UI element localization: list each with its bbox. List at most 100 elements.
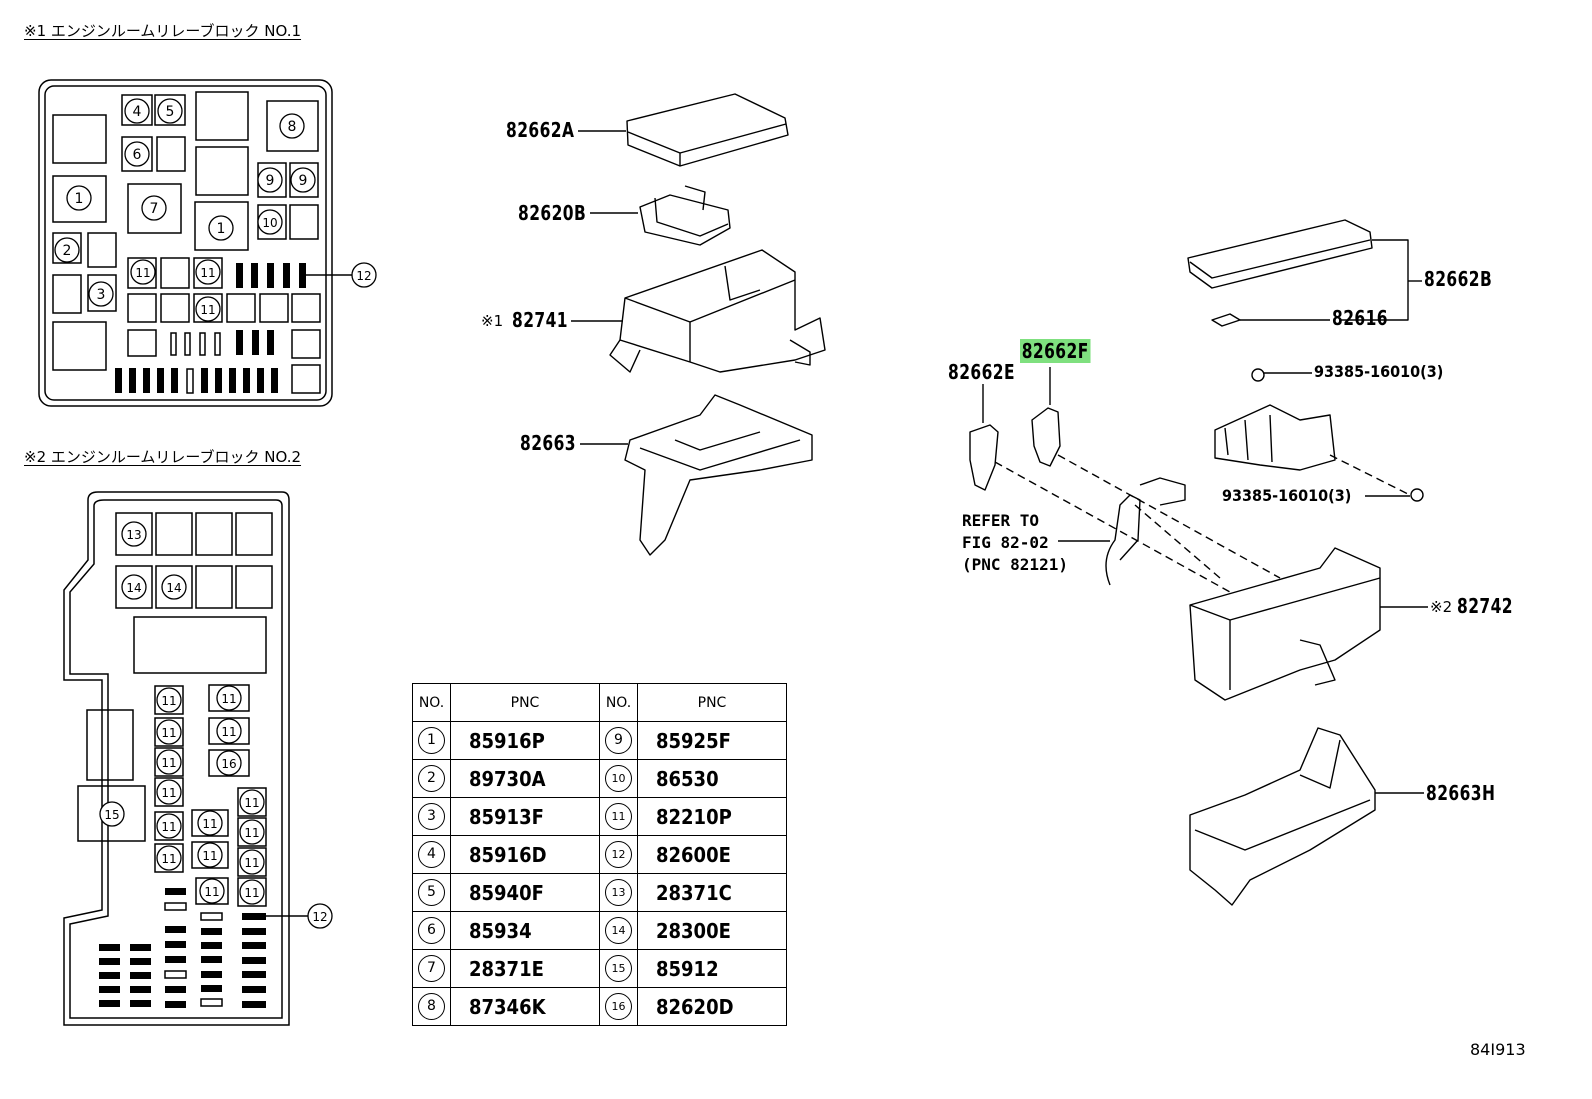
part-relay-bracket — [1214, 404, 1336, 471]
pnc-value: 85940F — [450, 873, 600, 912]
row-number: 6 — [418, 917, 445, 944]
row-number: 15 — [605, 955, 632, 982]
svg-text:11: 11 — [161, 694, 176, 708]
table-row: 4 85916D 12 82600E — [412, 835, 787, 874]
pnc-value: 28371C — [637, 873, 787, 912]
callout-82616: 82616 — [1332, 306, 1388, 330]
marker-11b: 11 — [200, 266, 215, 280]
svg-text:11: 11 — [244, 796, 259, 810]
callout-82662A: 82662A — [506, 118, 575, 142]
callout-82663: 82663 — [520, 431, 576, 455]
pnc-value: 82600E — [637, 835, 787, 874]
table-row: 7 28371E 15 85912 — [412, 949, 787, 988]
pnc-table: NO. PNC NO. PNC 1 85916P 9 85925F 2 8973… — [412, 683, 787, 1026]
row-number: 12 — [605, 841, 632, 868]
pnc-value: 28300E — [637, 911, 787, 950]
marker-12: 12 — [356, 269, 371, 283]
pnc-value: 85913F — [450, 797, 600, 836]
marker-8: 8 — [288, 119, 297, 135]
row-number: 5 — [418, 879, 445, 906]
callout-82741-mark: ※1 — [481, 312, 504, 330]
callout-82662E: 82662E — [948, 360, 1015, 384]
pnc-value: 87346K — [450, 987, 600, 1026]
svg-text:11: 11 — [244, 856, 259, 870]
pnc-value: 85916P — [450, 721, 600, 760]
marker-7: 7 — [150, 201, 159, 217]
marker-9: 9 — [266, 173, 275, 189]
refer-note-line3: (PNC 82121) — [962, 555, 1068, 574]
pnc-value: 85912 — [637, 949, 787, 988]
marker-11c: 11 — [200, 303, 215, 317]
part-82742 — [1189, 547, 1381, 701]
block2-title: ※2 エンジンルームリレーブロック NO.2 — [24, 448, 302, 466]
refer-note-line1: REFER TO — [962, 511, 1040, 530]
svg-text:11: 11 — [221, 692, 236, 706]
pnc-value: 89730A — [450, 759, 600, 798]
marker-6: 6 — [133, 147, 142, 163]
row-number: 1 — [418, 727, 445, 754]
pnc-value: 85916D — [450, 835, 600, 874]
marker-3: 3 — [97, 287, 106, 303]
part-82662A — [626, 93, 789, 167]
figure-id: 84I913 — [1470, 1040, 1526, 1059]
row-number: 14 — [605, 917, 632, 944]
callout-82663H: 82663H — [1426, 781, 1496, 805]
row-number: 11 — [605, 803, 632, 830]
svg-text:11: 11 — [161, 852, 176, 866]
part-82663H — [1189, 727, 1376, 906]
svg-text:11: 11 — [204, 885, 219, 899]
svg-text:16: 16 — [221, 757, 236, 771]
highlighted-part-number: 82662F — [1020, 339, 1091, 363]
marker-1: 1 — [75, 191, 84, 207]
svg-text:11: 11 — [161, 756, 176, 770]
part-82741 — [619, 249, 826, 373]
table-row: 3 85913F 11 82210P — [412, 797, 787, 836]
svg-text:13: 13 — [126, 528, 141, 542]
row-number: 7 — [418, 955, 445, 982]
header-pnc-right: PNC — [637, 683, 787, 722]
svg-text:11: 11 — [244, 826, 259, 840]
table-row: 6 85934 14 28300E — [412, 911, 787, 950]
part-82663 — [624, 394, 813, 556]
row-number: 13 — [605, 879, 632, 906]
row-number: 16 — [605, 993, 632, 1020]
marker-2: 2 — [63, 243, 72, 259]
row-number: 9 — [605, 727, 632, 754]
header-pnc-left: PNC — [450, 683, 600, 722]
table-row: 1 85916P 9 85925F — [412, 721, 787, 760]
svg-text:14: 14 — [166, 581, 181, 595]
row-number: 3 — [418, 803, 445, 830]
row-number: 4 — [418, 841, 445, 868]
part-82620B — [639, 194, 731, 246]
pnc-value: 86530 — [637, 759, 787, 798]
refer-note-line2: FIG 82-02 — [962, 533, 1049, 552]
svg-text:11: 11 — [202, 817, 217, 831]
callout-82742-mark: ※2 — [1430, 598, 1453, 616]
callout-93385-upper: 93385-16010(3) — [1314, 362, 1444, 381]
row-number: 10 — [605, 765, 632, 792]
pnc-value: 28371E — [450, 949, 600, 988]
callout-82741: 82741 — [512, 308, 568, 332]
svg-text:11: 11 — [202, 849, 217, 863]
svg-text:11: 11 — [161, 820, 176, 834]
header-no-right: NO. — [599, 683, 638, 722]
svg-text:14: 14 — [126, 581, 141, 595]
row-number: 8 — [418, 993, 445, 1020]
svg-text:11: 11 — [161, 726, 176, 740]
svg-text:11: 11 — [244, 886, 259, 900]
table-row: 2 89730A 10 86530 — [412, 759, 787, 798]
marker-9b: 9 — [299, 173, 308, 189]
part-82662B — [1187, 219, 1373, 289]
callout-82742: 82742 — [1457, 594, 1513, 618]
marker-5: 5 — [166, 104, 175, 120]
pnc-value: 82620D — [637, 987, 787, 1026]
callout-82620B: 82620B — [518, 201, 587, 225]
callout-82662F: 82662F — [1020, 339, 1091, 363]
callout-93385-lower: 93385-16010(3) — [1222, 486, 1352, 505]
part-82616 — [1211, 313, 1241, 327]
table-header-row: NO. PNC NO. PNC — [412, 683, 787, 722]
callout-82662B: 82662B — [1424, 267, 1493, 291]
relay-block-1-outline — [38, 79, 333, 407]
marker-1b: 1 — [217, 221, 226, 237]
